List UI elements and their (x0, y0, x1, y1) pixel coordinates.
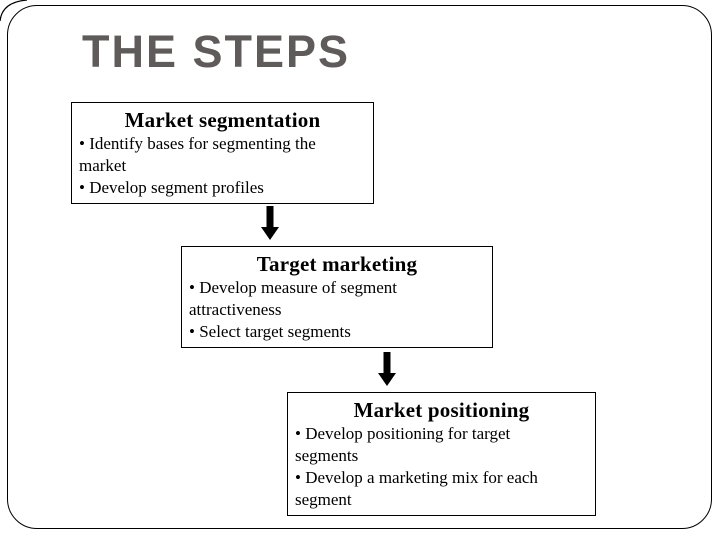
bullet-item: • Develop segment profiles (79, 178, 264, 197)
step-box-target-marketing: Target marketing • Develop measure of se… (181, 246, 493, 348)
bullet-item: • Select target segments (189, 322, 351, 341)
step-box-heading: Market positioning (353, 398, 530, 422)
step-box-market-segmentation: Market segmentation • Identify bases for… (71, 102, 374, 204)
step-box-heading: Market segmentation (124, 108, 321, 132)
step-box-market-positioning: Market positioning • Develop positioning… (287, 392, 596, 516)
step-box-heading: Target marketing (256, 252, 418, 276)
slide-title: THE STEPS (82, 26, 351, 77)
